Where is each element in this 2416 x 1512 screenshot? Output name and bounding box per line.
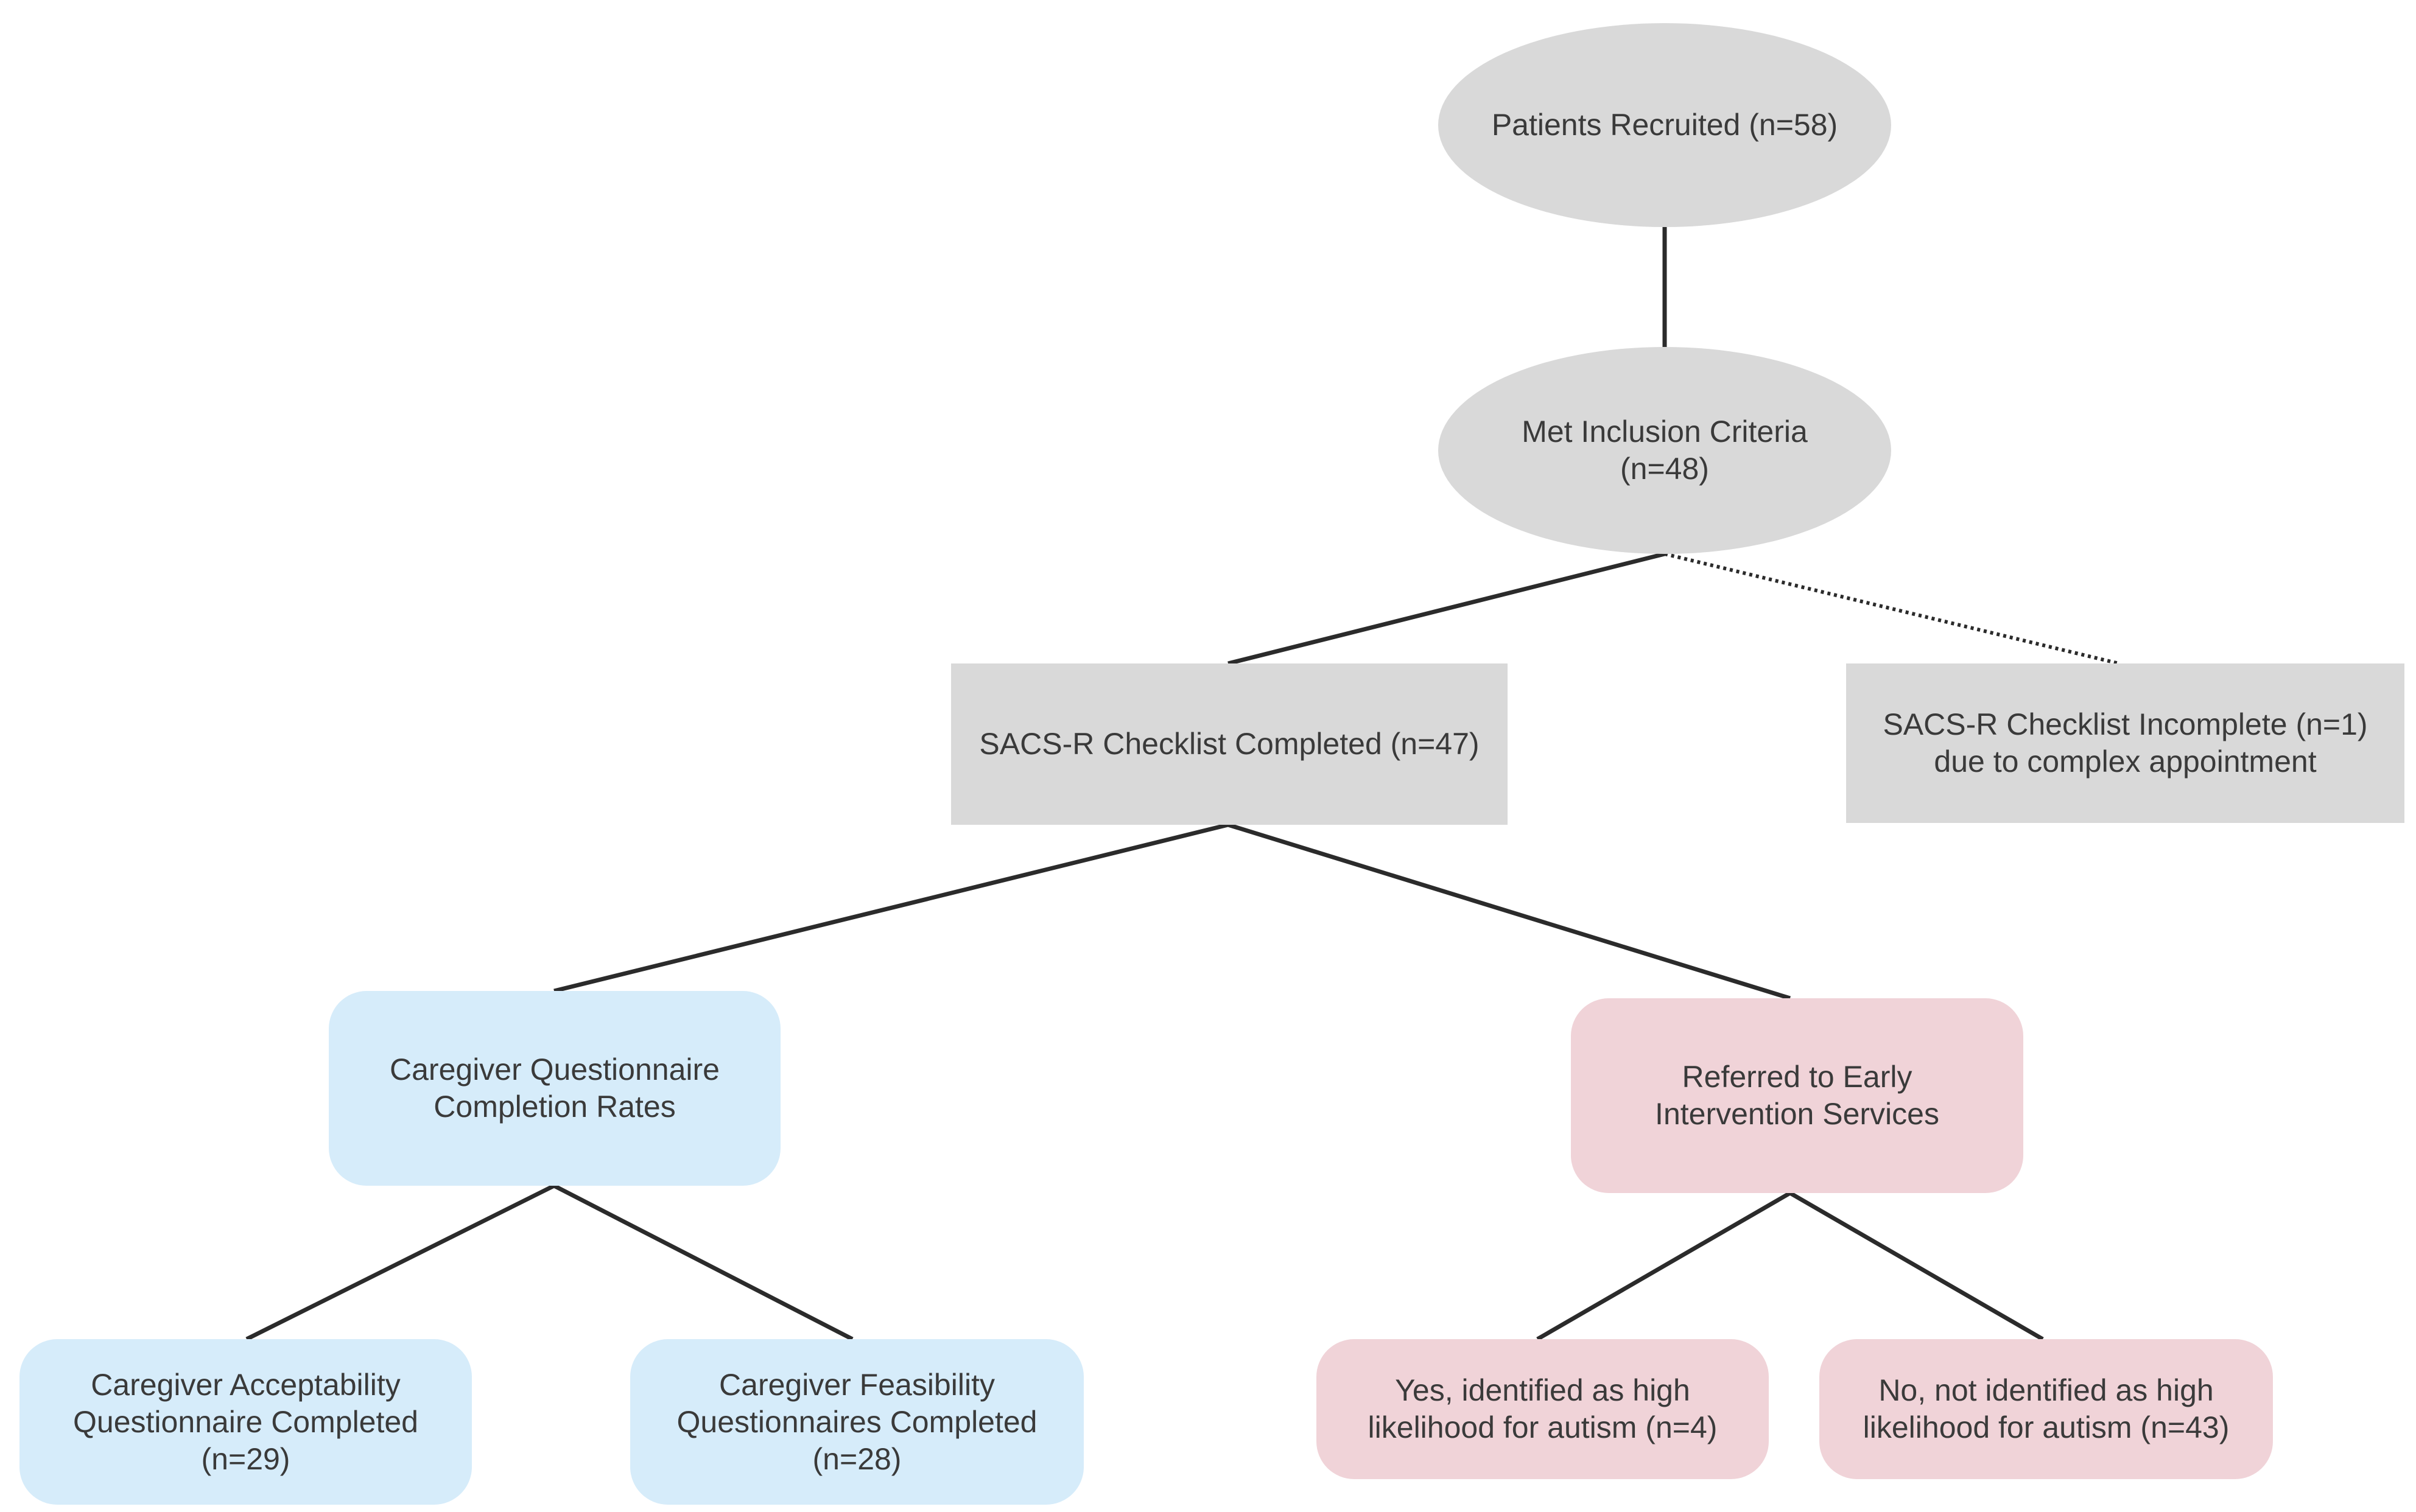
label-line: Completion Rates [434, 1090, 676, 1124]
node-met-inclusion-criteria: Met Inclusion Criteria (n=48) [1438, 347, 1891, 554]
label-line: Referred to Early [1682, 1060, 1912, 1094]
node-caregiver-completion-rates: Caregiver Questionnaire Completion Rates [329, 991, 781, 1186]
node-feasibility-questionnaires: Caregiver Feasibility Questionnaires Com… [630, 1339, 1084, 1505]
label-line: SACS-R Checklist Completed (n=47) [979, 727, 1480, 761]
label-line: (n=29) [201, 1441, 290, 1476]
connector-caregiver-acceptability [245, 1183, 555, 1342]
node-label: SACS-R Checklist Incomplete (n=1) due to… [1883, 706, 2367, 780]
label-line: Questionnaires Completed [676, 1404, 1038, 1439]
label-line: (n=28) [812, 1441, 902, 1476]
label-line: Yes, identified as high [1395, 1373, 1690, 1407]
connector-completed-caregiver [553, 822, 1229, 993]
connector-referred-no [1789, 1191, 2044, 1342]
node-patients-recruited: Patients Recruited (n=58) [1438, 23, 1891, 227]
label-line: Questionnaire Completed [73, 1404, 418, 1439]
label-line: Patients Recruited (n=58) [1491, 108, 1838, 142]
label-line: Caregiver Questionnaire [390, 1052, 720, 1087]
node-acceptability-questionnaire: Caregiver Acceptability Questionnaire Co… [19, 1339, 472, 1505]
label-line: Met Inclusion Criteria [1522, 415, 1808, 449]
label-line: due to complex appointment [1934, 744, 2317, 779]
node-label: Met Inclusion Criteria (n=48) [1522, 413, 1808, 488]
node-label: Caregiver Feasibility Questionnaires Com… [677, 1367, 1038, 1478]
node-high-likelihood-no: No, not identified as high likelihood fo… [1819, 1339, 2273, 1479]
label-line: Caregiver Feasibility [719, 1367, 995, 1402]
node-label: Yes, identified as high likelihood for a… [1368, 1372, 1718, 1446]
node-label: Referred to Early Intervention Services [1655, 1059, 1939, 1133]
label-line: Caregiver Acceptability [91, 1367, 401, 1402]
node-label: No, not identified as high likelihood fo… [1863, 1372, 2230, 1446]
node-label: SACS-R Checklist Completed (n=47) [979, 726, 1479, 763]
node-referred-early-intervention: Referred to Early Intervention Services [1571, 998, 2023, 1193]
label-line: SACS-R Checklist Incomplete (n=1) [1883, 707, 2368, 741]
node-label: Patients Recruited (n=58) [1492, 107, 1838, 144]
label-line: Intervention Services [1655, 1097, 1939, 1131]
node-high-likelihood-yes: Yes, identified as high likelihood for a… [1316, 1339, 1769, 1479]
connector-referred-yes [1536, 1191, 1791, 1342]
label-line: (n=48) [1620, 452, 1709, 486]
connector-inclusion-incomplete [1664, 552, 2119, 665]
node-label: Caregiver Questionnaire Completion Rates [390, 1051, 720, 1125]
node-checklist-completed: SACS-R Checklist Completed (n=47) [951, 663, 1508, 825]
node-label: Caregiver Acceptability Questionnaire Co… [73, 1367, 418, 1478]
node-checklist-incomplete: SACS-R Checklist Incomplete (n=1) due to… [1846, 663, 2404, 823]
label-line: likelihood for autism (n=43) [1863, 1410, 2230, 1444]
connector-caregiver-feasibility [553, 1183, 854, 1342]
label-line: No, not identified as high [1878, 1373, 2214, 1407]
label-line: likelihood for autism (n=4) [1368, 1410, 1718, 1444]
connector-completed-referred [1227, 822, 1791, 1001]
connector-inclusion-completed [1227, 551, 1665, 666]
